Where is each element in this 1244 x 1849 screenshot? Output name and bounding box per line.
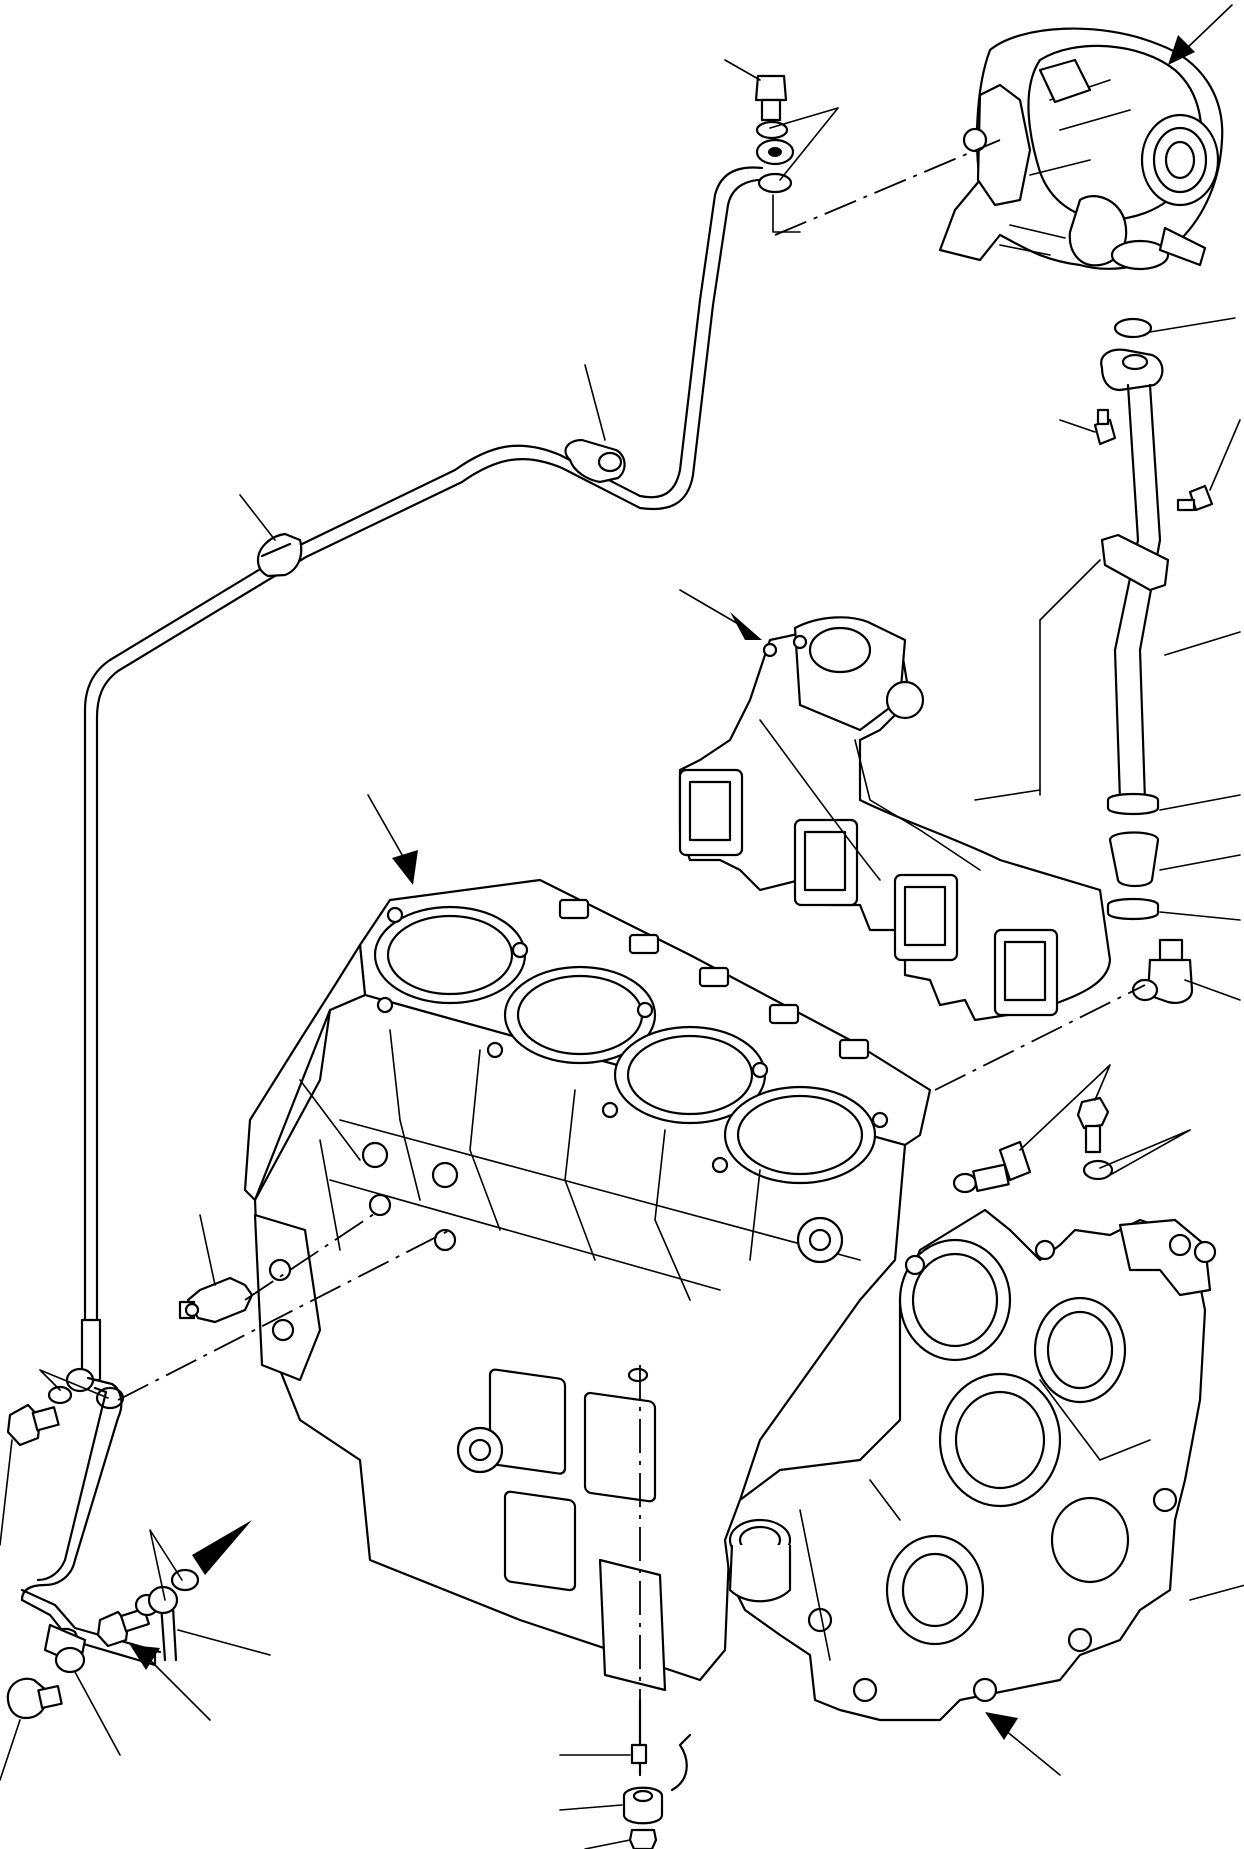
- arrow-exhaust-manifold: [679, 589, 762, 640]
- arrow-banjo-bolt-lower: [130, 1645, 211, 1721]
- callout-leaders: [0, 59, 1244, 1849]
- turbo-oil-return-pipe: [1093, 317, 1214, 1004]
- oil-pressure-switch: [178, 1193, 457, 1324]
- pipe-clamp-lower: [256, 532, 303, 578]
- banjo-bolt-lower-left: [6, 1403, 60, 1447]
- pipe-clamp-upper: [564, 438, 626, 484]
- arrow-oil-pipe-lower: [192, 1520, 252, 1575]
- cylinder-block: [243, 878, 932, 1692]
- arrow-timing-case: [985, 1712, 1061, 1776]
- alignment-lines: [84, 139, 1146, 1700]
- timing-gear-case: [723, 1208, 1217, 1722]
- exhaust-manifold: [678, 616, 1112, 1022]
- flange-bolt-bottom-left: [6, 1677, 63, 1720]
- bolt-vertical-right: [1076, 1096, 1114, 1181]
- turbocharger: [938, 27, 1224, 271]
- oil-jet-assembly: [622, 1698, 692, 1849]
- bolt-with-washer-right: [952, 1140, 1032, 1194]
- banjo-bolt-top: [754, 74, 795, 194]
- banjo-bolt-lower-mid: [96, 1568, 200, 1648]
- arrow-turbo: [1168, 4, 1233, 65]
- turbo-oil-feed-pipe: [80, 166, 772, 1382]
- arrow-cylinder-block: [367, 794, 418, 885]
